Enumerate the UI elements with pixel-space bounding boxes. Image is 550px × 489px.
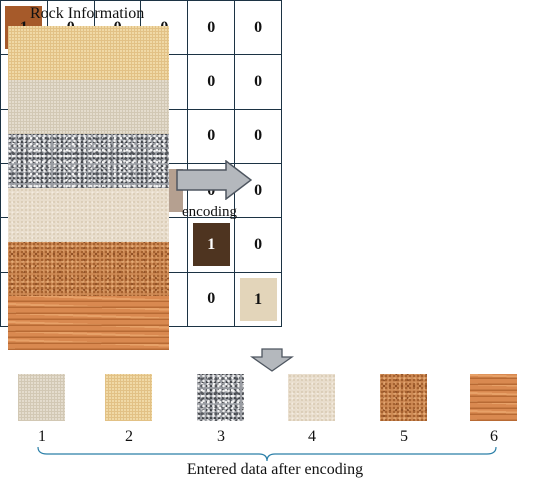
rock-strip-4 [8,188,169,242]
matrix-value: 0 [254,181,263,199]
encoded-swatch-2 [105,374,152,421]
encoded-label-5: 5 [400,428,408,445]
matrix-cell: 0 [187,0,236,56]
encoded-swatch-6 [470,374,517,421]
encoded-swatch-3 [197,374,244,421]
matrix-cell: 0 [187,108,236,164]
diagonal-one-cell: 1 [239,277,277,321]
matrix-value: 0 [254,235,263,253]
rock-strip-5 [8,242,169,296]
rock-information-title: Rock Information [30,5,145,22]
matrix-value: 0 [207,127,216,145]
encoded-swatch-4 [288,374,335,421]
bracket-icon [37,446,497,462]
encoded-swatch-1 [18,374,65,421]
encoded-label-4: 4 [308,428,316,445]
rock-strip-6 [8,296,169,350]
matrix-value: 0 [254,127,263,145]
diagonal-one-cell: 1 [192,223,230,267]
encoding-arrow-icon [176,160,252,200]
encoded-label-2: 2 [125,428,133,445]
matrix-cell: 0 [187,54,236,110]
matrix-value: 0 [254,18,263,36]
encoded-label-6: 6 [490,428,498,445]
encoded-label-1: 1 [38,428,46,445]
encoded-label-3: 3 [217,428,225,445]
matrix-cell: 0 [187,271,236,328]
encoded-swatch-5 [380,374,427,421]
footer-caption: Entered data after encoding [186,461,364,478]
rock-strip-1 [8,26,169,80]
encoding-label: encoding [182,204,237,220]
matrix-value: 0 [207,72,216,90]
matrix-value: 0 [207,290,216,308]
matrix-value: 0 [254,72,263,90]
matrix-cell: 0 [234,108,282,164]
matrix-cell: 0 [234,0,282,56]
matrix-cell: 0 [234,54,282,110]
matrix-value: 0 [207,18,216,36]
down-arrow-icon [250,348,294,372]
matrix-cell: 1 [234,271,282,328]
rock-strip-2 [8,80,169,134]
rock-strip-3 [8,134,169,188]
matrix-cell: 0 [234,217,282,273]
matrix-cell: 1 [187,217,236,273]
